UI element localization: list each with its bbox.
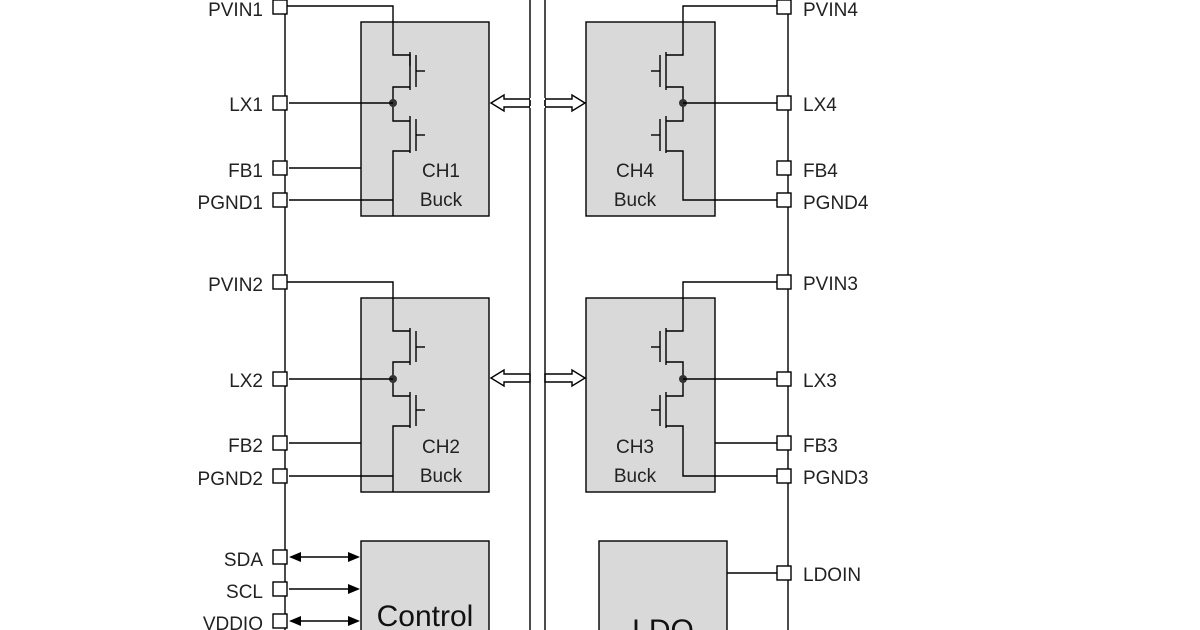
pgnd4-label: PGND4 bbox=[803, 193, 869, 214]
ch1-title: CH1 bbox=[422, 161, 460, 182]
pvin2-label: PVIN2 bbox=[208, 275, 263, 296]
lx1-pad bbox=[272, 95, 288, 111]
fb2-pad bbox=[272, 435, 288, 451]
fb4-pad bbox=[776, 160, 792, 176]
ch2-title: CH2 bbox=[422, 437, 460, 458]
pgnd2-pad bbox=[272, 468, 288, 484]
vddio-pad bbox=[272, 613, 288, 629]
pvin4-pad bbox=[776, 0, 792, 15]
lx3-label: LX3 bbox=[803, 371, 837, 392]
pgnd1-pad bbox=[272, 192, 288, 208]
sda-pad bbox=[272, 549, 288, 565]
pvin4-label: PVIN4 bbox=[803, 0, 858, 21]
lx1-label: LX1 bbox=[229, 95, 263, 116]
ch1-buck-block bbox=[360, 21, 490, 217]
fb1-pad bbox=[272, 160, 288, 176]
ch2-buck-block bbox=[360, 297, 490, 493]
pvin1-label: PVIN1 bbox=[208, 0, 263, 21]
ldoin-label: LDOIN bbox=[803, 565, 861, 586]
ch3-title: CH3 bbox=[616, 437, 654, 458]
pvin3-pad bbox=[776, 274, 792, 290]
bus-arrow-ch2-ch3 bbox=[489, 368, 587, 388]
lx4-pad bbox=[776, 95, 792, 111]
ldoin-pad bbox=[776, 565, 792, 581]
ch2-subtitle: Buck bbox=[420, 466, 463, 487]
bus-arrow-ch1-ch4 bbox=[489, 93, 587, 113]
pgnd4-pad bbox=[776, 192, 792, 208]
scl-arrow bbox=[289, 584, 360, 594]
ch2-switches bbox=[285, 281, 425, 492]
ch4-subtitle: Buck bbox=[614, 190, 657, 211]
ch3-subtitle: Buck bbox=[614, 466, 657, 487]
pvin1-pad bbox=[272, 0, 288, 15]
scl-pad bbox=[272, 581, 288, 597]
ch4-title: CH4 bbox=[616, 161, 654, 182]
pgnd3-pad bbox=[776, 468, 792, 484]
pgnd1-label: PGND1 bbox=[198, 193, 263, 214]
ldo-block bbox=[598, 540, 728, 630]
fb3-pad bbox=[776, 435, 792, 451]
lx3-pad bbox=[776, 371, 792, 387]
vddio-label: VDDIO bbox=[203, 614, 263, 630]
fb2-label: FB2 bbox=[228, 436, 263, 457]
fb1-label: FB1 bbox=[228, 161, 263, 182]
fb3-label: FB3 bbox=[803, 436, 838, 457]
control-label: Control bbox=[377, 600, 474, 630]
pvin2-pad bbox=[272, 274, 288, 290]
scl-label: SCL bbox=[226, 582, 263, 603]
ch1-switches bbox=[285, 5, 425, 216]
lx2-label: LX2 bbox=[229, 371, 263, 392]
control-block bbox=[360, 540, 490, 630]
lx4-label: LX4 bbox=[803, 95, 837, 116]
ldo-label: LDO bbox=[632, 614, 694, 630]
ch4-switches bbox=[651, 5, 784, 201]
pvin3-label: PVIN3 bbox=[803, 274, 858, 295]
pgnd3-label: PGND3 bbox=[803, 468, 868, 489]
ch3-buck-block bbox=[585, 297, 716, 493]
vddio-arrow bbox=[289, 616, 360, 626]
ch4-buck-block bbox=[585, 21, 716, 217]
pgnd2-label: PGND2 bbox=[198, 469, 263, 490]
sda-label: SDA bbox=[224, 550, 263, 571]
sda-arrow bbox=[289, 552, 360, 562]
ch1-subtitle: Buck bbox=[420, 190, 463, 211]
fb4-label: FB4 bbox=[803, 161, 838, 182]
lx2-pad bbox=[272, 371, 288, 387]
